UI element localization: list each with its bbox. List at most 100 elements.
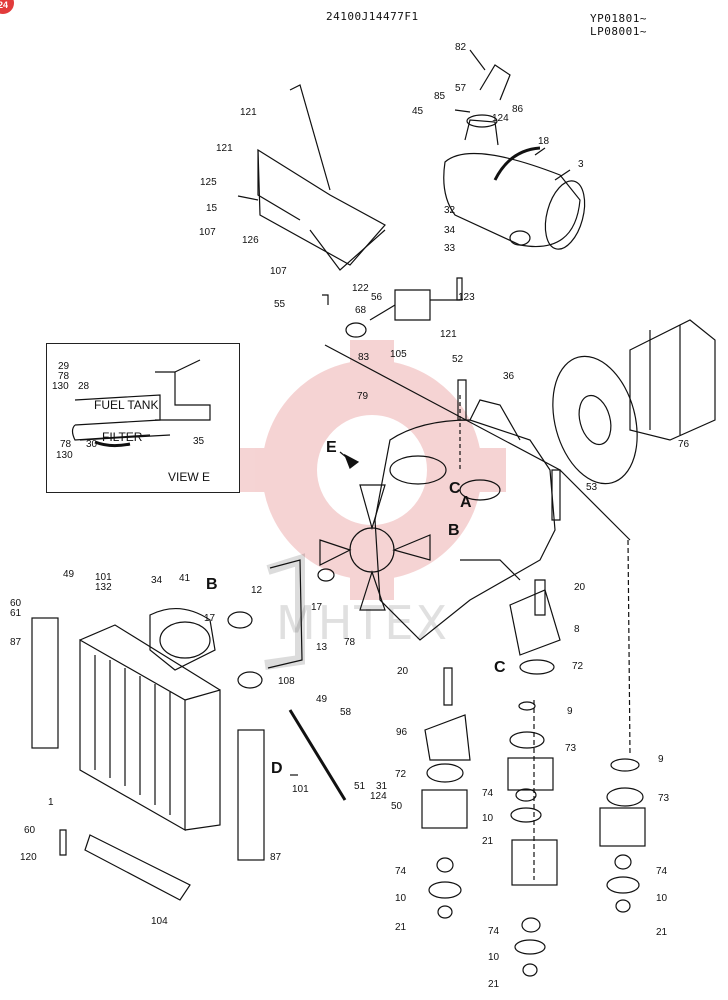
page-badge: 24 [0, 0, 14, 14]
view-e-title: VIEW E [168, 470, 211, 484]
part-60-b: 60 [24, 825, 36, 836]
part-107-a: 107 [199, 227, 216, 238]
part-68: 68 [355, 305, 367, 316]
part-87-b: 87 [270, 852, 282, 863]
part-73-b: 73 [658, 793, 670, 804]
part-61: 61 [10, 608, 22, 619]
part-74-b: 74 [395, 866, 407, 877]
cover-plate-drawing [237, 84, 386, 271]
part-51: 51 [354, 781, 366, 792]
part-124-top: 124 [492, 113, 509, 124]
part-55: 55 [274, 299, 286, 310]
part-125: 125 [200, 177, 217, 188]
part-108: 108 [278, 676, 295, 687]
watermark-gear-logo [240, 340, 506, 600]
part-15: 15 [206, 203, 218, 214]
part-21-c: 21 [656, 927, 668, 938]
part-34-top: 34 [444, 225, 456, 236]
part-58: 58 [340, 707, 352, 718]
part-41: 41 [179, 573, 191, 584]
callout-b-engine: B [448, 522, 460, 539]
part-3: 3 [578, 159, 584, 170]
mount-stack-left [421, 763, 468, 919]
part-50: 50 [391, 801, 403, 812]
strip-104 [84, 834, 191, 901]
part-104: 104 [151, 916, 168, 927]
part-82: 82 [455, 42, 467, 53]
part-121-b: 121 [216, 143, 233, 154]
part-21-b: 21 [395, 922, 407, 933]
part-17-b: 17 [311, 602, 323, 613]
part-72-b: 72 [395, 769, 407, 780]
view-e-label-30: 30 [86, 439, 98, 450]
part-10-c: 10 [656, 893, 668, 904]
part-34-b: 34 [151, 575, 163, 586]
serial-range-2: LP08001~ [590, 25, 647, 38]
part-1: 1 [48, 797, 54, 808]
part-60-a: 60 [10, 598, 22, 609]
sponge-87-right [237, 729, 265, 861]
part-10-d: 10 [488, 952, 500, 963]
part-126: 126 [242, 235, 259, 246]
part-9-b: 9 [658, 754, 664, 765]
part-132: 132 [95, 582, 112, 593]
callout-d: D [271, 760, 283, 777]
part-49-b: 49 [316, 694, 328, 705]
view-e-inset [46, 343, 240, 493]
part-13: 13 [316, 642, 328, 653]
mount-stack-center [507, 659, 558, 977]
hydraulic-pump-drawing [552, 319, 716, 485]
view-e-fuel-tank: FUEL TANK [94, 398, 159, 412]
part-52: 52 [452, 354, 464, 365]
part-31: 31 [376, 781, 388, 792]
part-79: 79 [357, 391, 369, 402]
bracket-96 [424, 714, 471, 761]
part-9-a: 9 [567, 706, 573, 717]
exhaust-pipe-drawing [345, 289, 460, 338]
part-124-b: 124 [370, 791, 387, 802]
callout-a: A [460, 494, 472, 511]
part-21-a: 21 [482, 836, 494, 847]
muffler-drawing [443, 64, 586, 250]
part-10-a: 10 [482, 813, 494, 824]
callout-c-engine: C [449, 480, 461, 497]
part-18: 18 [538, 136, 550, 147]
part-20-a: 20 [574, 582, 586, 593]
lower-hose [267, 559, 303, 669]
part-85: 85 [434, 91, 446, 102]
radiator-drawing [79, 607, 221, 832]
part-74-c: 74 [656, 866, 668, 877]
part-53: 53 [586, 482, 598, 493]
view-e-label-78b: 78 [60, 439, 72, 450]
diagram-code: 24100J14477F1 [326, 10, 419, 23]
part-76: 76 [678, 439, 690, 450]
view-e-label-130: 130 [52, 381, 69, 392]
part-101-a: 101 [95, 572, 112, 583]
part-56: 56 [371, 292, 383, 303]
view-e-filter: FILTER [102, 430, 143, 444]
part-86: 86 [512, 104, 524, 115]
view-e-label-130b: 130 [56, 450, 73, 461]
sponge-87-left [31, 617, 59, 749]
part-57: 57 [455, 83, 467, 94]
part-96: 96 [396, 727, 408, 738]
mount-stack-right [599, 539, 646, 913]
part-120: 120 [20, 852, 37, 863]
part-8: 8 [574, 624, 580, 635]
part-121-a: 121 [240, 107, 257, 118]
part-105: 105 [390, 349, 407, 360]
part-74-a: 74 [482, 788, 494, 799]
part-21-d: 21 [488, 979, 500, 990]
part-49-a: 49 [63, 569, 75, 580]
part-20-b: 20 [397, 666, 409, 677]
part-17-a: 17 [204, 613, 216, 624]
part-107-b: 107 [270, 266, 287, 277]
part-122: 122 [352, 283, 369, 294]
view-e-label-29: 29 [58, 361, 70, 372]
part-45: 45 [412, 106, 424, 117]
callout-e: E [326, 439, 337, 456]
part-10-b: 10 [395, 893, 407, 904]
